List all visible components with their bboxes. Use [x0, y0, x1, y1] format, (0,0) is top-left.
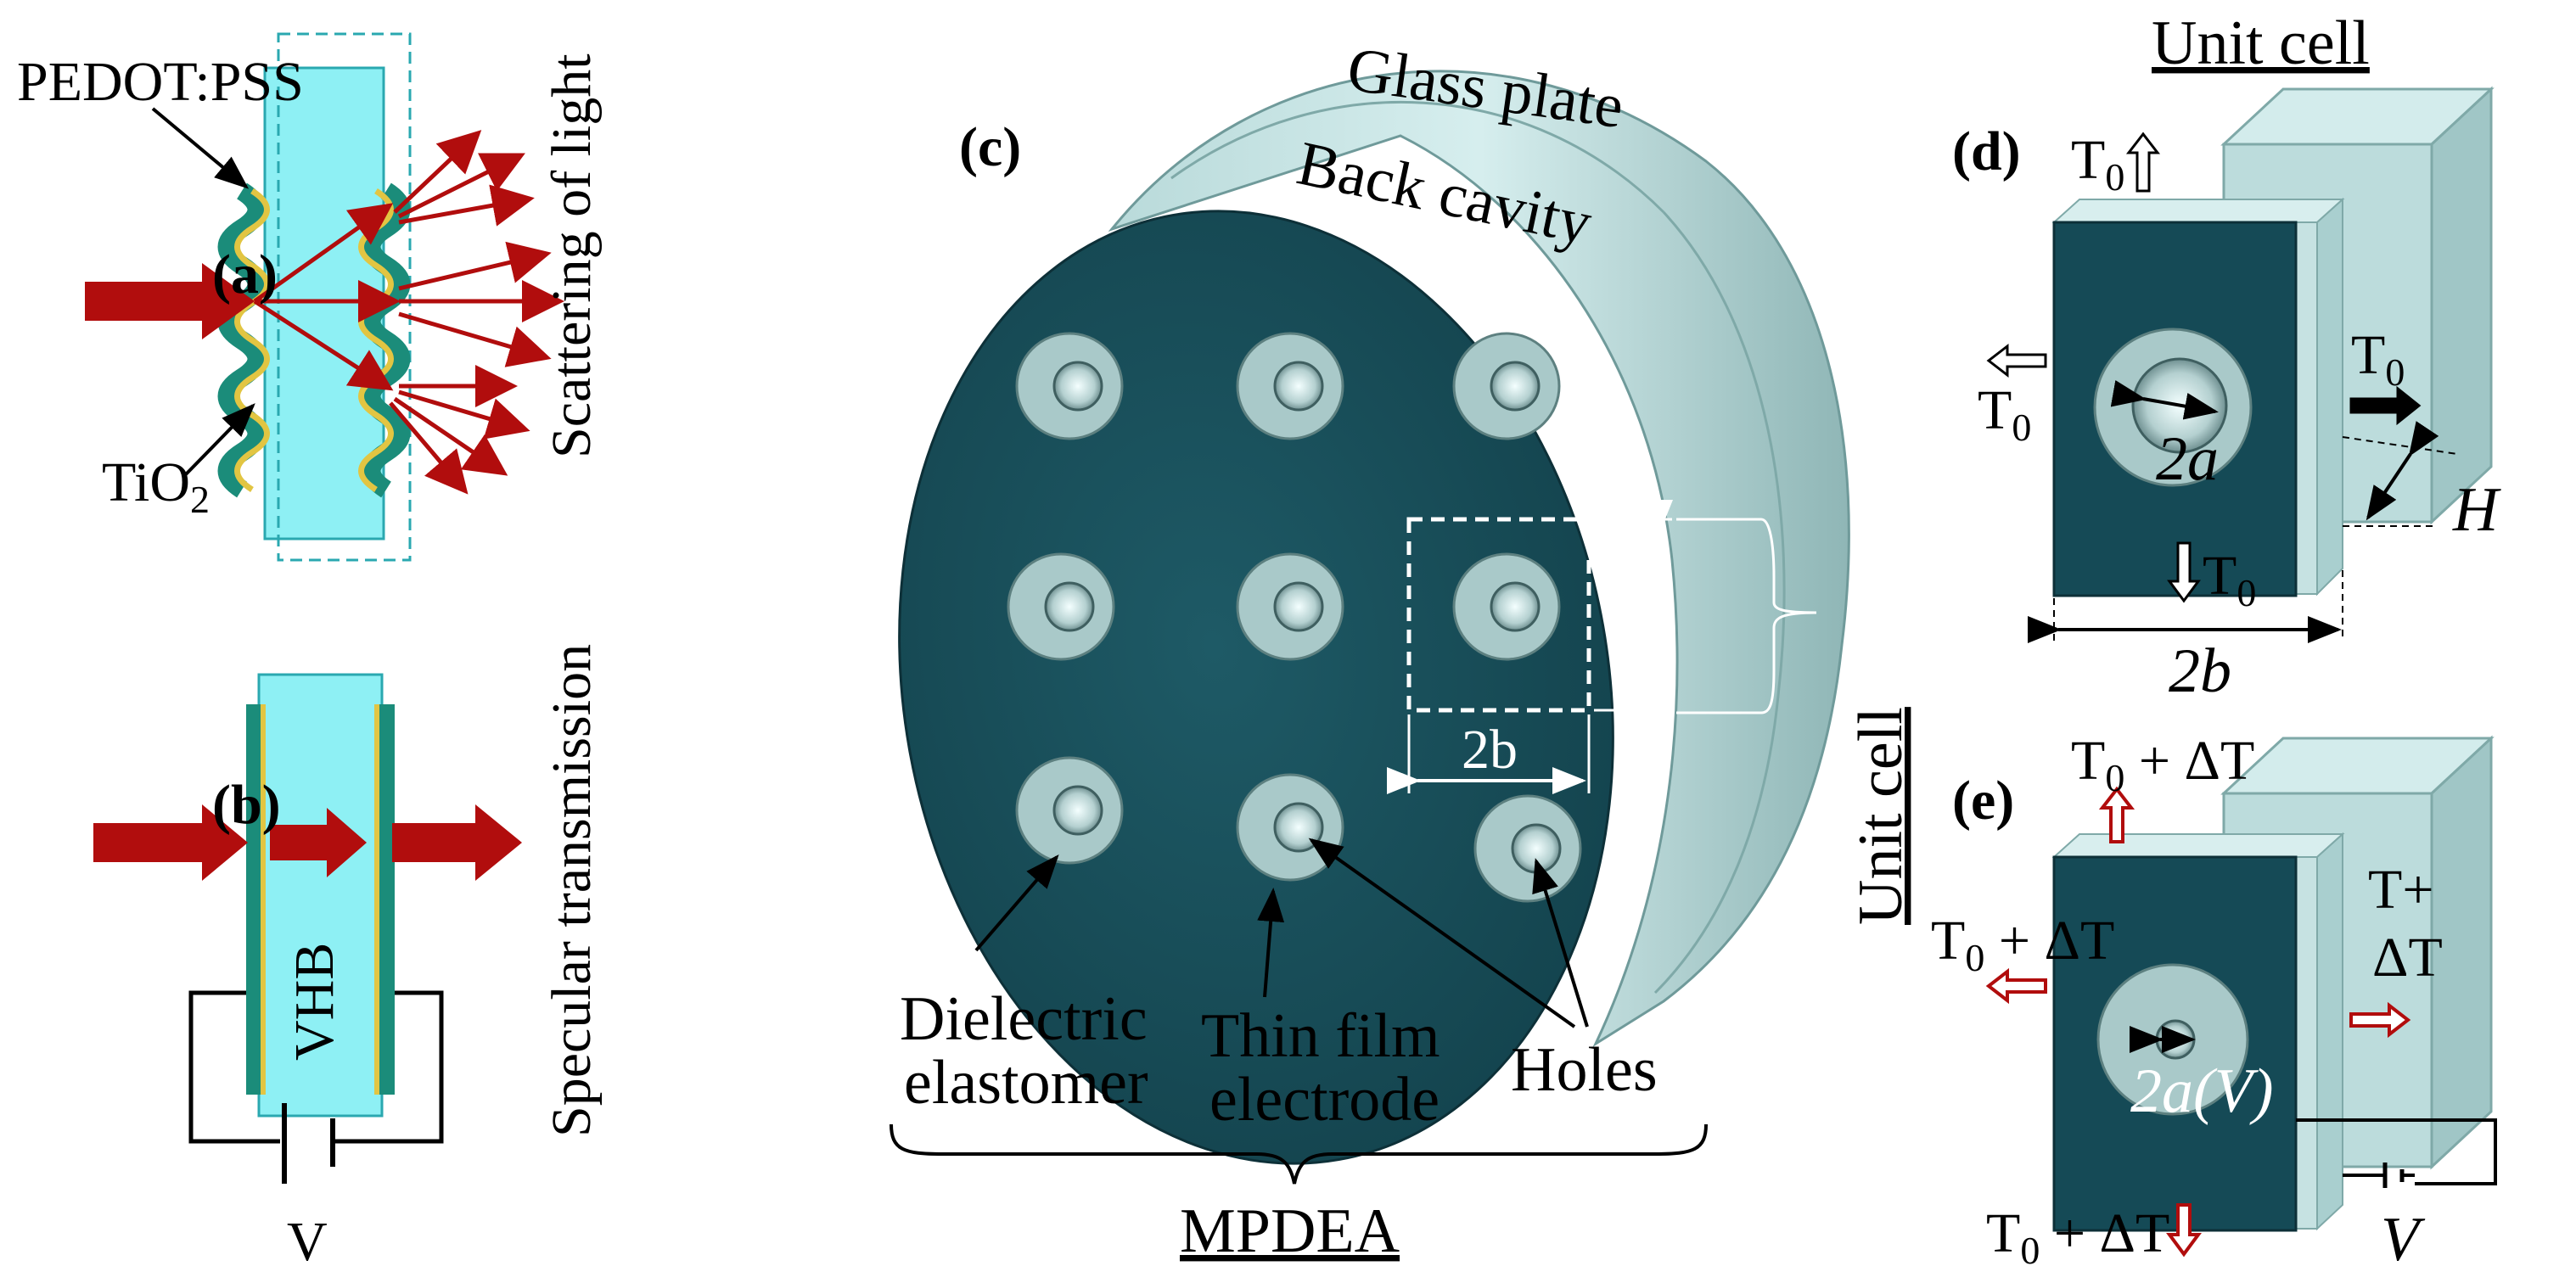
hole-6: [1452, 552, 1561, 661]
dielectric-line2: elastomer: [904, 1048, 1148, 1118]
hole-4: [1007, 552, 1115, 661]
specular-label: Specular transmission: [541, 644, 603, 1137]
membrane-disk: [898, 210, 1614, 1165]
circuit-right-wire: [335, 990, 444, 1144]
t-top-e: T0 + ΔT: [2071, 730, 2254, 799]
pedot-pointer: [151, 107, 250, 189]
hole-7: [1015, 756, 1124, 865]
t-left-e: T0 + ΔT: [1931, 910, 2114, 979]
t0-bottom: T0: [2203, 545, 2256, 614]
electrode-pointer: [1257, 888, 1285, 998]
pedot-coating-left: [217, 182, 267, 498]
dielectric-line1: Dielectric: [900, 984, 1148, 1054]
hole-8: [1236, 773, 1344, 882]
hole-2: [1236, 332, 1344, 440]
tension-left: [1986, 343, 2047, 378]
dim-2a-v: 2a(V): [2130, 1056, 2274, 1126]
t-right-line1: T+: [2368, 859, 2434, 921]
panel-b: (b) VHB V Specular transmission: [93, 644, 603, 1273]
electrode-line2: electrode: [1209, 1065, 1440, 1135]
tio2-left-b: [261, 704, 266, 1095]
electrode-line1: Thin film: [1201, 1001, 1440, 1071]
hole-9: [1473, 794, 1582, 903]
t0-top: T0: [2071, 129, 2124, 199]
mpdea-brace: [890, 1123, 1708, 1185]
transmitted-arrow-inner: [270, 825, 328, 860]
hole-3: [1452, 332, 1561, 440]
panel-a: (a) PEDOT:PSS TiO2 Scattering of light: [17, 32, 603, 562]
hole-5: [1236, 552, 1344, 661]
tension-right: [2349, 385, 2422, 426]
transmitted-arrow-out: [392, 823, 477, 862]
t0-left: T0: [1978, 379, 2031, 449]
dim-h: H: [2452, 475, 2501, 545]
panel-d: Unit cell (d) 2a T0 T0 T0 T0: [1952, 8, 2501, 706]
holes-pointer-2: [1532, 858, 1589, 1028]
panel-b-label: (b): [212, 774, 281, 836]
dim-2b-vertical: 2b: [1602, 597, 1664, 653]
hole-1: [1015, 332, 1124, 440]
tio2-right-b: [374, 704, 379, 1095]
electrode-left-b: [246, 704, 261, 1095]
panel-c: 2b 2b (c) Glass plate Back cavity Unit c…: [890, 35, 1916, 1266]
t-right-line2: ΔT: [2372, 927, 2443, 989]
t0-right: T0: [2351, 324, 2405, 394]
unit-cell-box: [1406, 517, 1591, 713]
holes-pointer-1: [1308, 838, 1576, 1028]
panel-e-label: (e): [1952, 770, 2014, 832]
tension-right-e: [2349, 1001, 2411, 1039]
circuit-left-wire: [188, 990, 280, 1144]
dielectric-pointer: [974, 854, 1059, 952]
tension-left-e: [1985, 967, 2047, 1005]
dim-h-line: [2366, 421, 2439, 521]
tension-top: [2125, 132, 2161, 193]
glass-plate-b: [257, 673, 384, 1118]
panel-d-label: (d): [1952, 120, 2021, 182]
vhb-label: VHB: [283, 943, 345, 1061]
holes: [1007, 332, 1582, 903]
tio2-label: TiO2: [102, 451, 210, 521]
cavity-side-d: [2430, 86, 2493, 525]
tension-top-e: [2098, 786, 2135, 843]
unit-cell-title: Unit cell: [2152, 8, 2370, 78]
panel-c-label: (c): [959, 116, 1021, 178]
voltage-label-b: V: [287, 1211, 328, 1273]
voltage-label-e: V: [2381, 1205, 2426, 1275]
panel-e: (e) 2a(V) T0 + ΔT T0 + ΔT T+ ΔT T0 + ΔT …: [1931, 730, 2497, 1275]
dim-2b-d: 2b: [2169, 636, 2231, 706]
unit-cell-bracket: [1676, 518, 1817, 714]
panel-a-label: (a): [212, 244, 278, 305]
tio2-coating-left: [234, 188, 270, 492]
dim-2b-horizontal: 2b: [1462, 719, 1518, 781]
incident-arrow-b: [93, 823, 204, 862]
dim-2a: 2a: [2156, 424, 2219, 494]
holes-label: Holes: [1511, 1035, 1658, 1105]
t-bottom-e: T0 + ΔT: [1986, 1202, 2169, 1272]
mpdea-label: MPDEA: [1180, 1196, 1400, 1266]
tension-bottom: [2167, 541, 2201, 603]
dim-2a-line: [2110, 379, 2219, 420]
unit-cell-label-c: Unit cell: [1846, 707, 1916, 925]
scattered-rays: [253, 130, 564, 495]
pedot-label: PEDOT:PSS: [17, 51, 304, 113]
incident-light-bar: [85, 282, 204, 321]
deformed-outline-a: [277, 32, 412, 562]
glass-cylinder: [1108, 70, 1850, 1047]
tension-bottom-e: [2166, 1203, 2202, 1258]
circuit-e-outer: [2296, 1118, 2497, 1185]
incident-light-head: [202, 263, 255, 339]
electrode-right-b: [379, 704, 395, 1095]
scattering-label: Scattering of light: [541, 53, 603, 458]
tio2-pointer: [183, 403, 255, 477]
